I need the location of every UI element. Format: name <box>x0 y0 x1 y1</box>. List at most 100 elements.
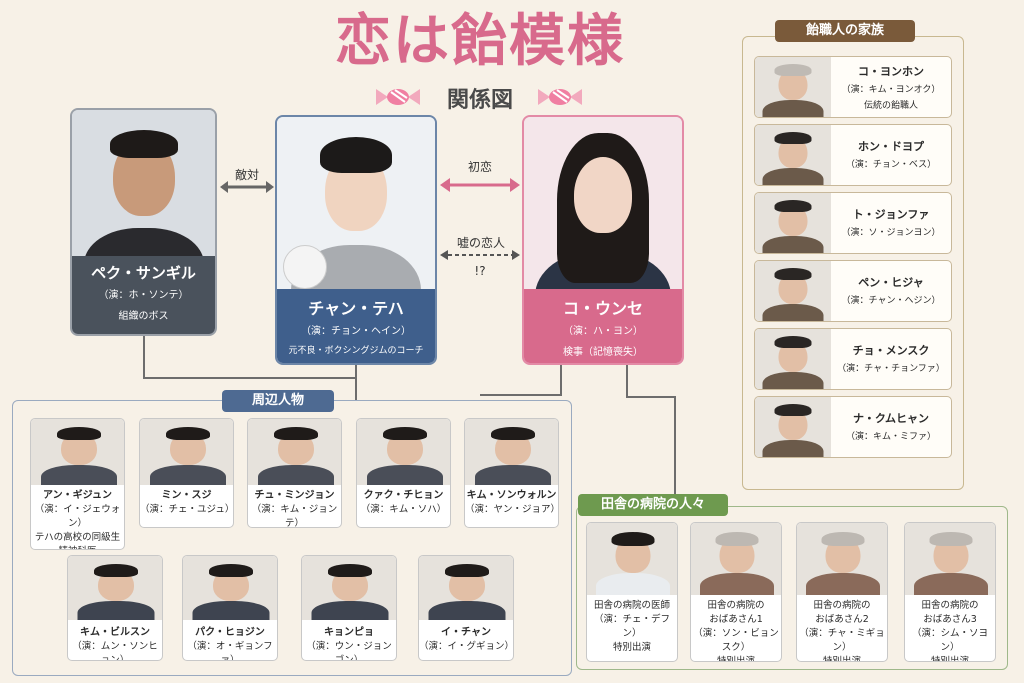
character-name: ミン・スジ <box>161 490 212 501</box>
family-member-card: ト・ジョンファ （演：ソ・ジョンヨン） <box>754 192 952 254</box>
character-role: 伝統の飴職人 <box>863 101 918 111</box>
character-role: 検事（記憶喪失） <box>563 347 643 358</box>
character-card-baek: ペク・サンギル （演：ホ・ソンテ） 組織のボス <box>70 108 217 336</box>
character-card: キョンピョ （演：ウン・ジョンゴン） <box>301 555 397 661</box>
character-role: 精神科医 <box>31 545 124 549</box>
portrait <box>755 193 831 253</box>
character-card: キム・ソンウォルン （演：ヤン・ジョア） <box>464 418 559 528</box>
card-text: おばあさん2 <box>815 614 869 625</box>
actor-name: （演：ハ・ヨン） <box>563 326 643 337</box>
actor-name: （演：キム・ジョンテ） <box>251 504 338 528</box>
candy-icon <box>538 89 582 105</box>
character-name: チャン・テハ <box>308 299 404 318</box>
portrait <box>302 556 396 620</box>
connector-line <box>674 396 676 496</box>
section-title-hospital: 田舎の病院の人々 <box>578 494 728 516</box>
character-card: チュ・ミンジョン （演：キム・ジョンテ） <box>247 418 342 528</box>
card-text: 田舎の病院の <box>707 600 765 611</box>
actor-name: （演：キム・ソハ） <box>360 504 447 515</box>
card-text: 特別出演 <box>822 656 861 662</box>
character-role: テハの高校の同級生 <box>34 532 121 543</box>
portrait <box>691 523 781 595</box>
portrait <box>755 261 831 321</box>
character-card: 田舎の病院のおばあさん3（演：シム・ソヨン）特別出演 <box>904 522 996 662</box>
actor-name: （演：チョン・ヘイン） <box>301 326 411 337</box>
portrait <box>905 523 995 595</box>
character-card: 田舎の病院のおばあさん1（演：ソン・ビョンスク）特別出演 <box>690 522 782 662</box>
connector-line <box>143 335 145 379</box>
actor-name: （演：イ・グギョン） <box>419 641 514 652</box>
character-name: クァク・チヒョン <box>363 490 444 501</box>
character-card: アン・ギジュン （演：イ・ジェウォン） テハの高校の同級生 精神科医 <box>30 418 125 550</box>
family-member-card: ホン・ドヨプ （演：チョン・ベス） <box>754 124 952 186</box>
character-name: アン・ギジュン <box>43 490 112 501</box>
card-text: 特別出演 <box>930 656 969 662</box>
portrait <box>755 57 831 117</box>
actor-name: （演：チョン・ベス） <box>845 159 937 170</box>
character-card: クァク・チヒョン （演：キム・ソハ） <box>356 418 451 528</box>
connector-line <box>626 362 628 398</box>
actor-name: （演：ウン・ジョンゴン） <box>306 641 392 661</box>
candy-icon <box>376 89 420 105</box>
character-name: コ・ヨンホン <box>858 65 924 78</box>
actor-name: （演：キム・ミファ） <box>845 431 936 442</box>
character-name: キム・ビルスン <box>80 627 150 638</box>
connector-line <box>480 394 562 396</box>
actor-name: （演：チェ・ユジュ） <box>140 504 234 515</box>
character-name: チュ・ミンジョン <box>254 490 335 501</box>
actor-name: （演：ホ・ソンテ） <box>98 290 189 301</box>
page-title: 恋は飴模様 <box>335 8 625 74</box>
portrait <box>31 419 124 485</box>
portrait <box>797 523 887 595</box>
portrait <box>755 329 831 389</box>
actor-name: （演：ヤン・ジョア） <box>465 504 559 515</box>
actor-name: （演：ムン・ソンヒョン） <box>72 641 158 661</box>
card-text: 田舎の病院の <box>921 600 979 611</box>
character-name: パク・ヒョジン <box>195 627 265 638</box>
portrait <box>183 556 277 620</box>
portrait <box>587 523 677 595</box>
card-text: （演：シム・ソヨン） <box>911 628 988 653</box>
portrait <box>68 556 162 620</box>
character-name: ト・ジョンファ <box>852 207 930 221</box>
actor-name: （演：オ・ギョンファ） <box>187 641 273 661</box>
connector-line <box>355 362 357 400</box>
character-card-jang: チャン・テハ （演：チョン・ヘイン） 元不良・ボクシングジムのコーチ <box>275 115 437 365</box>
card-text: 特別出演 <box>612 642 651 653</box>
portrait <box>755 125 831 185</box>
character-name: イ・チャン <box>441 627 491 638</box>
character-name: ナ・クムヒャン <box>852 411 930 425</box>
card-text: （演：チャ・ミギョン） <box>799 628 885 653</box>
dashed-arrow-icon <box>440 250 520 260</box>
family-member-card: ペン・ヒジャ （演：チャン・ヘジン） <box>754 260 952 322</box>
actor-name: （演：チャ・チョンファ） <box>837 363 945 374</box>
double-arrow-icon <box>220 181 274 193</box>
relation-label-rivalry: 敵対 <box>234 168 259 182</box>
section-title-surrounding: 周辺人物 <box>222 390 334 412</box>
actor-name: （演：ソ・ジョンヨン） <box>841 227 941 238</box>
section-title-family: 飴職人の家族 <box>775 20 915 42</box>
character-card: パク・ヒョジン （演：オ・ギョンファ） <box>182 555 278 661</box>
family-member-card: ナ・クムヒャン （演：キム・ミファ） <box>754 396 952 458</box>
character-card: 田舎の病院の医師（演：チェ・デフン）特別出演 <box>586 522 678 662</box>
character-role: 組織のボス <box>118 311 169 322</box>
character-name: キョンピョ <box>324 627 374 638</box>
character-card: キム・ビルスン （演：ムン・ソンヒョン） <box>67 555 163 661</box>
character-name: ペク・サンギル <box>91 264 196 282</box>
card-text: 特別出演 <box>716 656 755 662</box>
hospital-section <box>576 506 1008 670</box>
actor-name: （演：キム・ヨンオク） <box>841 85 941 95</box>
connector-line <box>560 362 562 396</box>
actor-name: （演：チャン・ヘジン） <box>841 295 941 306</box>
portrait <box>755 397 831 457</box>
relation-label-first-love: 初恋 <box>467 160 492 174</box>
page-subtitle: 関係図 <box>446 87 513 113</box>
character-card-ko: コ・ウンセ （演：ハ・ヨン） 検事（記憶喪失） <box>522 115 684 365</box>
connector-line <box>626 396 676 398</box>
character-role: 元不良・ボクシングジムのコーチ <box>288 346 424 356</box>
connector-line <box>143 377 356 379</box>
double-arrow-icon <box>440 178 520 192</box>
family-member-card: コ・ヨンホン （演：キム・ヨンオク） 伝統の飴職人 <box>754 56 952 118</box>
family-member-card: チョ・メンスク （演：チャ・チョンファ） <box>754 328 952 390</box>
card-text: （演：チェ・デフン） <box>593 614 670 639</box>
